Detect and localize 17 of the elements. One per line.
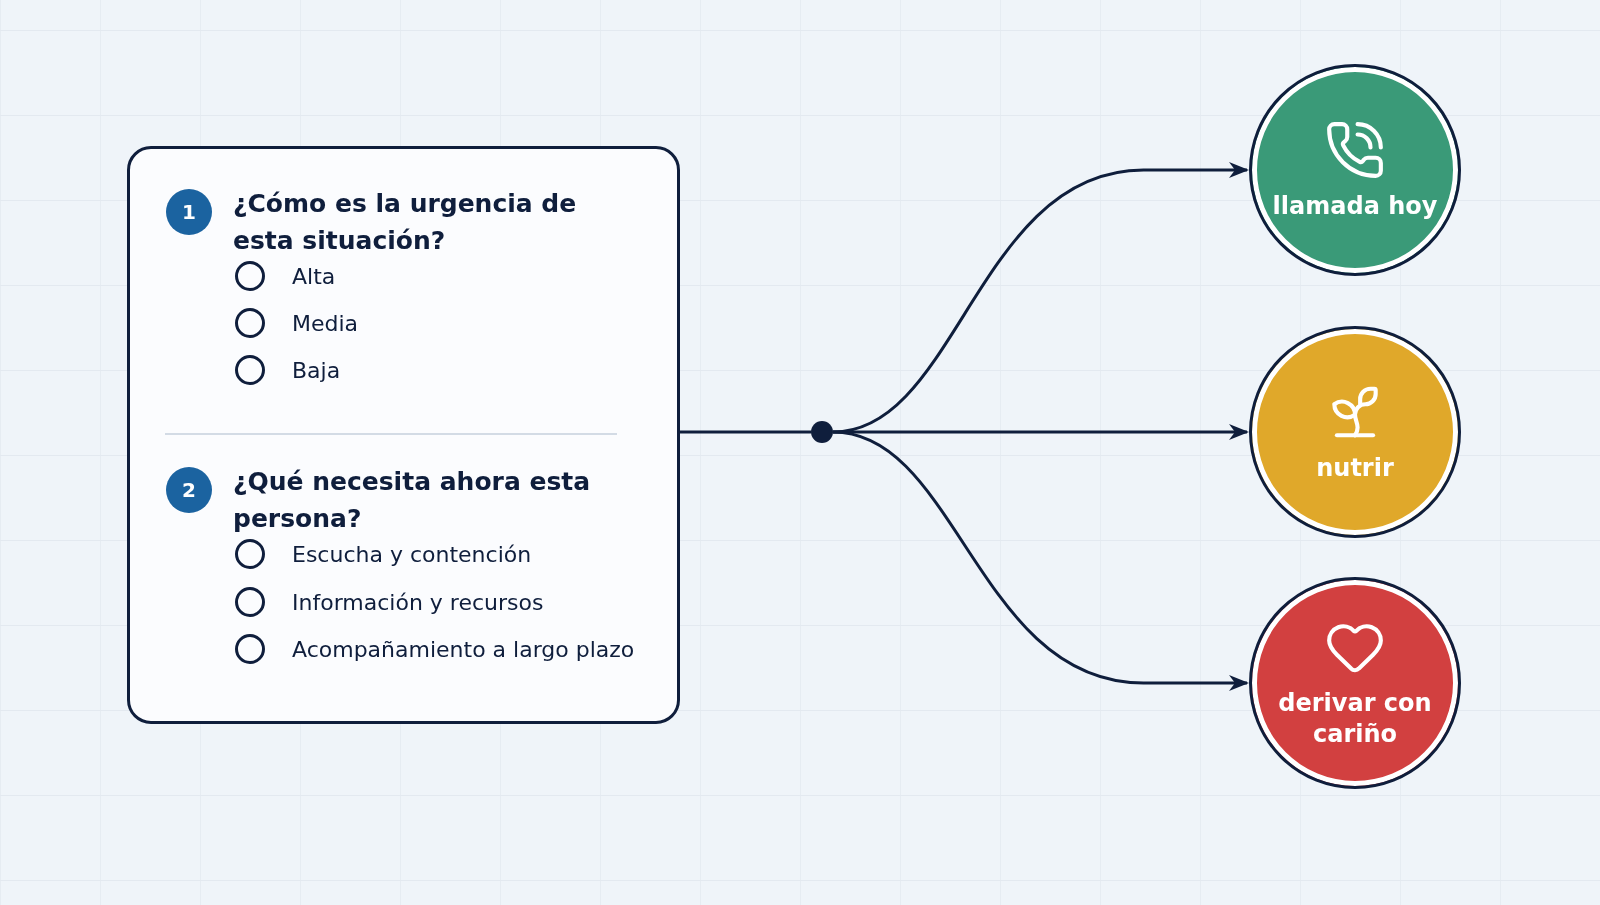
arrow <box>832 162 1249 434</box>
question-card <box>127 146 680 724</box>
option-label: Media <box>292 310 359 338</box>
outcome-label: llamada hoy <box>1271 190 1439 222</box>
outcome-label: nutrir <box>1315 452 1395 484</box>
option-label: Alta <box>292 263 336 291</box>
step-number: 2 <box>166 467 212 513</box>
outcome-label: derivar con cariño <box>1277 688 1433 750</box>
step-number: 1 <box>166 189 212 235</box>
question-text: ¿Cómo es la urgencia de esta situación? <box>233 188 578 257</box>
option-label: Acompañamiento a largo plazo <box>292 636 635 664</box>
option-label: Información y recursos <box>292 589 544 617</box>
question-text: ¿Qué necesita ahora esta persona? <box>233 466 592 535</box>
option-label: Escucha y contención <box>292 541 532 569</box>
arrow <box>832 430 1249 691</box>
option-label: Baja <box>292 357 341 385</box>
junction-dot <box>811 421 833 443</box>
